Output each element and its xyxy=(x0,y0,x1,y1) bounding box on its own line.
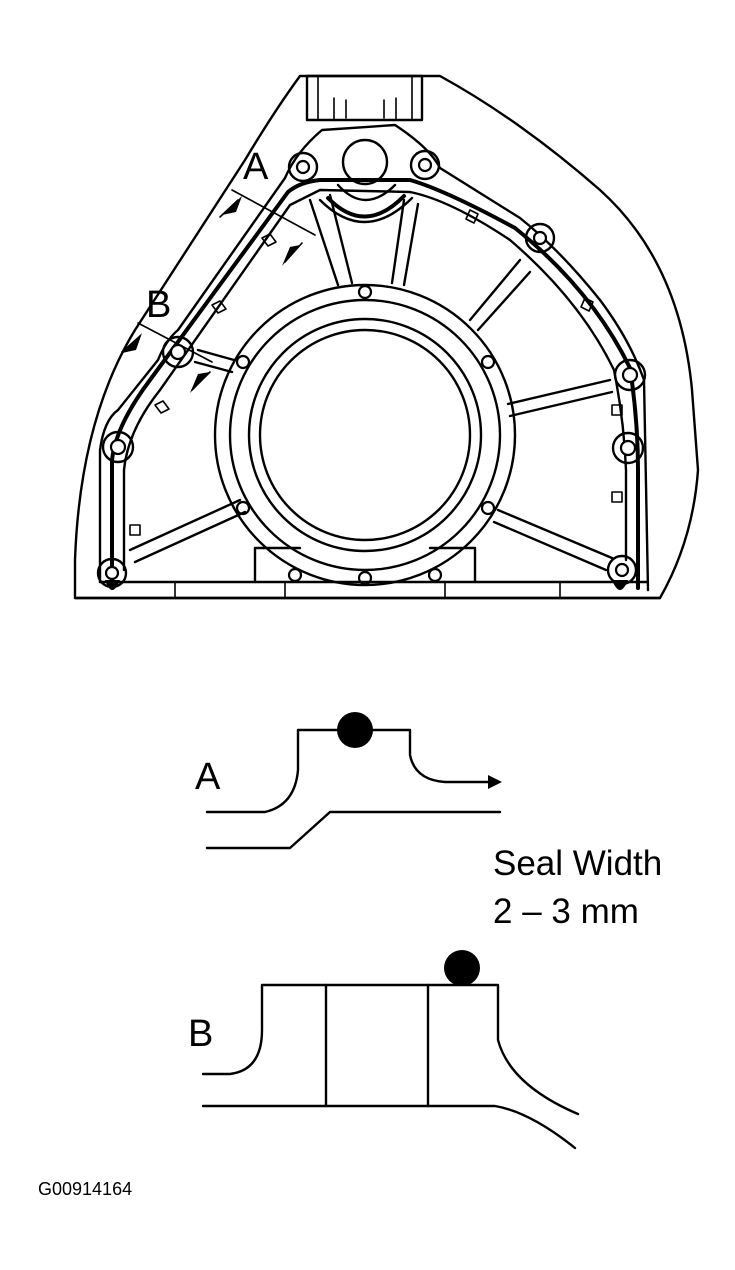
ribs xyxy=(128,193,614,572)
main-bore xyxy=(213,283,517,587)
flange-inner xyxy=(122,188,628,572)
seal-width-title: Seal Width xyxy=(493,844,663,883)
seal-bead-b xyxy=(444,950,480,986)
detail-label-b: B xyxy=(188,1013,214,1055)
detail-b-section xyxy=(201,950,580,1150)
callout-a-markers xyxy=(219,189,316,266)
detail-label-a: A xyxy=(195,756,221,798)
seal-bead-a xyxy=(337,712,373,748)
figure-id: G00914164 xyxy=(38,1179,133,1199)
flange-outer xyxy=(98,123,650,592)
seal-width-value: 2 – 3 mm xyxy=(493,892,639,931)
top-connector xyxy=(305,74,424,122)
detail-a-section xyxy=(205,712,502,850)
housing-outline xyxy=(73,74,700,600)
callout-b-markers xyxy=(121,322,213,393)
bottom-base xyxy=(73,546,662,600)
callout-label-b: B xyxy=(146,284,172,326)
flange-notches xyxy=(129,209,623,536)
seal-bead xyxy=(110,178,640,590)
callout-label-a: A xyxy=(243,146,269,188)
